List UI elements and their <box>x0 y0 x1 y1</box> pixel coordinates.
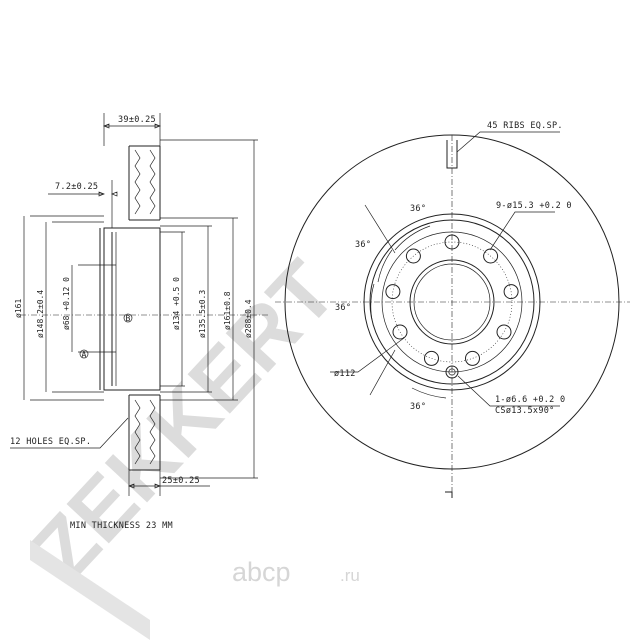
angle-label-3: 36° <box>335 303 351 313</box>
dim-width-39: 39±0.25 <box>103 113 161 146</box>
front-view: 45 RIBS EQ.SP. 9-ø15.3 +0.2 0 36° 36° 36… <box>275 121 630 498</box>
rotor-section <box>20 145 270 471</box>
holes-note-side: 12 HOLES EQ.SP. <box>10 417 129 449</box>
bolt-hole <box>496 324 512 340</box>
holes-note-front-label: 9-ø15.3 +0.2 0 <box>496 201 572 211</box>
dia-134-label: ø134 +0.5 0 <box>172 277 181 330</box>
rib-slot <box>446 140 458 169</box>
locator-hole-inner <box>448 368 456 376</box>
dim-hat-label: 7.2±0.25 <box>55 182 98 192</box>
dia-68-label: ø68 +0.12 0 <box>62 277 71 330</box>
pcd-note: ø112 <box>330 337 405 379</box>
bolt-hole <box>392 324 408 340</box>
bolt-hole <box>503 284 519 300</box>
holes-note-side-label: 12 HOLES EQ.SP. <box>10 437 91 447</box>
angle-label-1: 36° <box>410 204 426 214</box>
dia-288-label: ø288±0.4 <box>244 299 253 338</box>
bolt-hole <box>465 350 480 366</box>
locator-hole-note-2: CSø13.5x90° <box>495 406 555 416</box>
bolt-hole <box>424 350 439 366</box>
site-watermark-text: abcp <box>232 557 291 587</box>
ribs-note-label: 45 RIBS EQ.SP. <box>487 121 563 131</box>
bolt-holes <box>385 234 519 366</box>
dim-bottom-25: 25±0.25 <box>128 470 210 496</box>
bolt-hole <box>385 284 401 300</box>
angle-annotations: 36° 36° 36° 36° <box>335 204 447 412</box>
locator-hole <box>445 365 459 379</box>
bolt-hole <box>405 248 421 264</box>
dim-bottom-label: 25±0.25 <box>162 476 200 486</box>
pcd-label: ø112 <box>334 369 356 379</box>
marker-b: B <box>123 313 133 323</box>
angle-label-4: 36° <box>410 402 426 412</box>
ribs-note: 45 RIBS EQ.SP. <box>456 121 563 153</box>
dia-135-label: ø135.5±0.3 <box>198 290 207 338</box>
dim-width-label: 39±0.25 <box>118 115 156 125</box>
locator-hole-note-1: 1-ø6.6 +0.2 0 <box>495 395 565 405</box>
dia-161-label: ø161 <box>14 299 23 318</box>
locator-hole-note: 1-ø6.6 +0.2 0 CSø13.5x90° <box>457 375 565 416</box>
bolt-hole <box>444 234 460 250</box>
dim-diameters-left: ø161 ø148.2±0.4 ø68 +0.12 0 <box>14 215 104 401</box>
marker-a-label: A <box>82 350 87 359</box>
marker-a: A <box>79 349 89 359</box>
angle-label-2: 36° <box>355 240 371 250</box>
bottom-marker <box>445 491 453 498</box>
locator-hole-outer <box>445 365 459 379</box>
holes-note-front: 9-ø15.3 +0.2 0 <box>489 201 572 251</box>
site-watermark-tld: .ru <box>340 566 360 585</box>
min-thickness-note: MIN THICKNESS 23 MM <box>70 521 173 531</box>
marker-b-label: B <box>126 314 131 323</box>
dia-161b-label: ø161±0.8 <box>223 291 232 330</box>
brand-chevron <box>30 540 150 640</box>
side-view: 39±0.25 7.2±0.25 ø161 ø148.2±0.4 ø68 +0.… <box>10 113 270 531</box>
dim-hat-7-2: 7.2±0.25 <box>48 180 118 228</box>
dim-diameters-right: ø134 +0.5 0 ø135.5±0.3 ø161±0.8 ø288±0.4 <box>160 139 258 479</box>
dia-148-label: ø148.2±0.4 <box>36 290 45 338</box>
